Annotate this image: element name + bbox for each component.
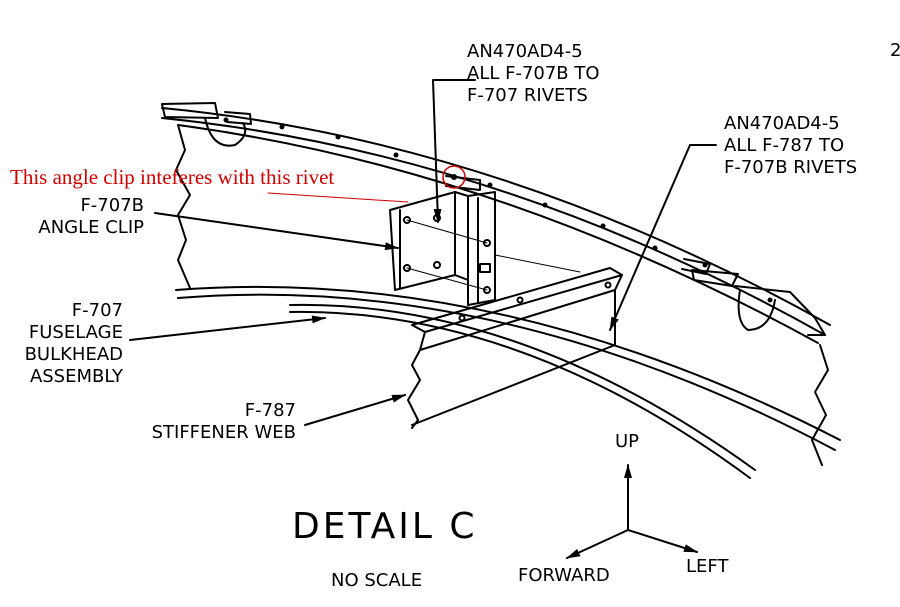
- callout-line: AN470AD4-5: [724, 113, 840, 134]
- callout-line: BULKHEAD: [24, 344, 123, 365]
- stiffener-web: [407, 267, 623, 429]
- callout-line: F-707 RIVETS: [467, 85, 588, 106]
- bulkhead-web: [175, 124, 841, 479]
- flange-rivet-holes: [223, 117, 773, 303]
- callout-line: F-707B RIVETS: [724, 157, 858, 178]
- callout-line: F-707: [71, 300, 123, 321]
- callout-line: ALL F-787 TO: [724, 135, 845, 156]
- angle-clip: [389, 191, 581, 306]
- callout-line: F-787: [244, 400, 296, 421]
- scale-note: NO SCALE: [331, 570, 423, 591]
- callout-line: ANGLE CLIP: [38, 217, 144, 238]
- stiffener-callout: F-787 STIFFENER WEB: [152, 400, 296, 444]
- rivet-top-callout: AN470AD4-5 ALL F-707B TO F-707 RIVETS: [467, 41, 600, 107]
- detail-title: DETAIL C: [292, 506, 478, 547]
- axis-forward-label: FORWARD: [518, 565, 610, 586]
- interference-annotation: [267, 165, 466, 203]
- bulkhead-top-flange: [161, 102, 831, 344]
- callout-line: STIFFENER WEB: [151, 422, 296, 443]
- callout-line: ASSEMBLY: [29, 366, 123, 387]
- page-number: 2: [890, 40, 900, 61]
- angle-clip-callout: F-707B ANGLE CLIP: [38, 195, 144, 239]
- rivet-right-callout: AN470AD4-5 ALL F-787 TO F-707B RIVETS: [724, 113, 857, 179]
- callout-line: ALL F-707B TO: [467, 63, 600, 84]
- leader-lines: [129, 79, 717, 426]
- callout-line: FUSELAGE: [28, 322, 123, 343]
- axis-up-label: UP: [615, 431, 640, 452]
- interference-note: This angle clip inteferes with this rive…: [10, 165, 335, 189]
- callout-line: AN470AD4-5: [467, 41, 583, 62]
- axis-left-label: LEFT: [686, 556, 729, 577]
- callout-line: F-707B: [80, 195, 144, 216]
- bulkhead-callout: F-707 FUSELAGE BULKHEAD ASSEMBLY: [25, 300, 123, 388]
- orientation-axes: [566, 464, 698, 559]
